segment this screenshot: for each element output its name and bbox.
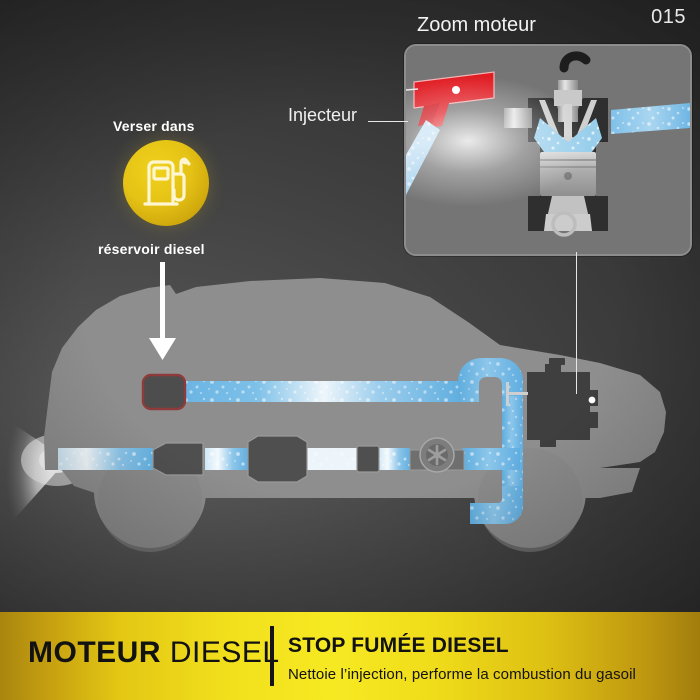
turbo-wheel	[409, 437, 465, 473]
engine-block	[506, 358, 598, 447]
fuel-tank	[141, 373, 187, 411]
rail-connector	[504, 108, 532, 128]
banner-title: STOP FUMÉE DIESEL	[288, 634, 509, 657]
intake-pipe	[611, 103, 690, 134]
page-number: 015	[651, 6, 686, 28]
piston-icon	[540, 152, 596, 237]
injecteur-label: Injecteur	[288, 105, 358, 125]
brand-thin: DIESEL	[161, 636, 280, 669]
brand-bold: MOTEUR	[28, 636, 161, 669]
muffler-front	[152, 442, 204, 476]
down-arrow-icon	[149, 262, 176, 360]
reservoir-diesel-label: réservoir diesel	[98, 241, 205, 257]
brand-lockup: MOTEUR DIESEL	[28, 636, 280, 670]
engine-detail-diagram	[406, 46, 690, 254]
fuel-pump-badge	[123, 140, 209, 226]
banner-subtitle: Nettoie l’injection, performe la combust…	[288, 666, 636, 683]
exhaust-line	[58, 448, 520, 470]
injecteur-leader-line	[368, 121, 408, 122]
car-illustration	[0, 262, 666, 552]
banner-divider	[270, 626, 274, 686]
panel-to-engine-leader	[576, 252, 577, 394]
zoom-panel-title: Zoom moteur	[417, 14, 536, 36]
verser-dans-label: Verser dans	[113, 118, 195, 134]
fuel-pump-icon	[143, 157, 191, 206]
sensor-box	[356, 445, 380, 473]
muffler-mid	[247, 435, 308, 483]
bottom-banner: MOTEUR DIESEL STOP FUMÉE DIESEL Nettoie …	[0, 612, 700, 700]
zoom-panel	[404, 44, 692, 256]
